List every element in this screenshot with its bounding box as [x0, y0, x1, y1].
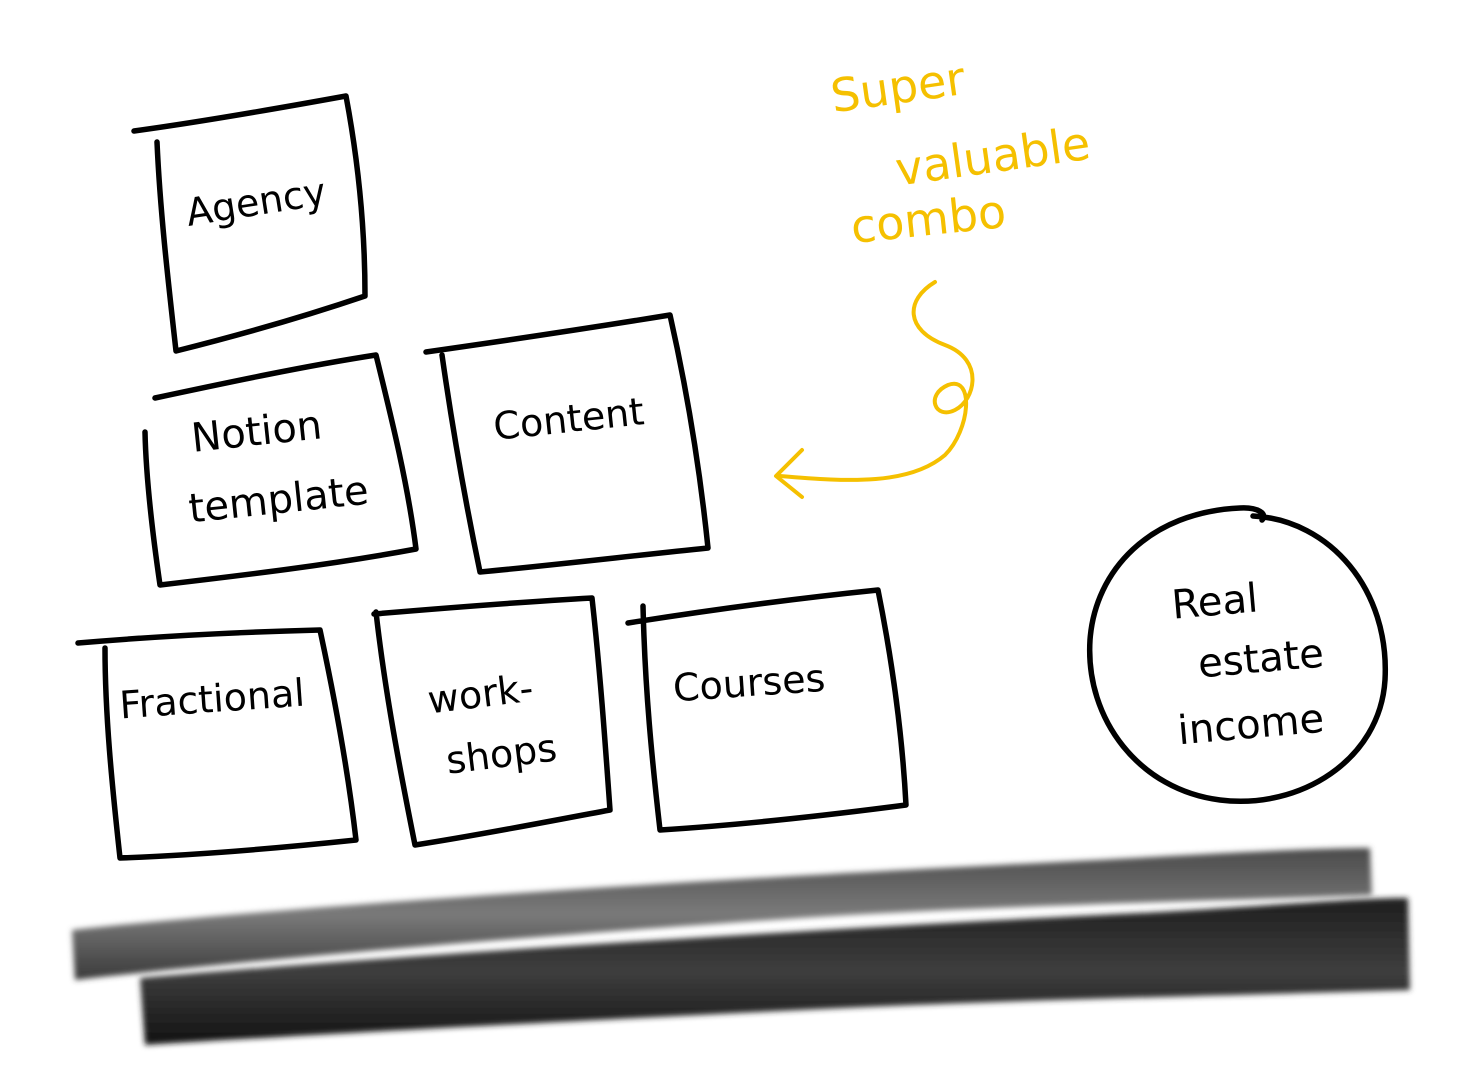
arrowhead	[774, 448, 804, 499]
circle-label-line2: estate	[1196, 631, 1325, 688]
base-stroke-lower	[140, 898, 1410, 1045]
base-foundation	[72, 848, 1410, 1045]
block-fractional: Fractional	[75, 627, 359, 861]
block-content-label: Content	[491, 389, 646, 449]
block-courses-outline	[625, 587, 909, 833]
circle-label-line3: income	[1176, 696, 1326, 755]
block-notion-template-outline	[142, 352, 419, 588]
block-workshops-outline	[371, 595, 613, 848]
real-estate-income-circle: Real estate income	[1087, 505, 1388, 804]
block-agency: Agency	[131, 93, 368, 354]
squiggle-arrow	[778, 280, 975, 482]
annotation-super-valuable-combo: Super valuable combo	[774, 51, 1093, 499]
block-content: Content	[423, 312, 711, 575]
block-workshops: work- shops	[371, 595, 613, 848]
block-fractional-label: Fractional	[118, 671, 306, 728]
block-notion-template-label-line1: Notion	[189, 402, 324, 461]
block-content-outline	[423, 312, 711, 575]
base-stroke-upper	[72, 848, 1372, 980]
circle-outline	[1087, 505, 1388, 804]
circle-label-line1: Real	[1170, 575, 1260, 628]
block-courses: Courses	[625, 587, 909, 833]
block-notion-template-label-line2: template	[186, 468, 370, 533]
block-fractional-outline	[75, 627, 359, 861]
block-workshops-label-line2: shops	[444, 725, 560, 782]
annotation-line3: combo	[848, 184, 1008, 254]
block-courses-label: Courses	[672, 656, 827, 711]
block-workshops-label-line1: work-	[425, 666, 535, 723]
block-agency-outline	[131, 93, 368, 354]
block-agency-label: Agency	[183, 169, 329, 235]
block-notion-template: Notion template	[142, 352, 419, 588]
annotation-line1: Super	[827, 51, 968, 123]
